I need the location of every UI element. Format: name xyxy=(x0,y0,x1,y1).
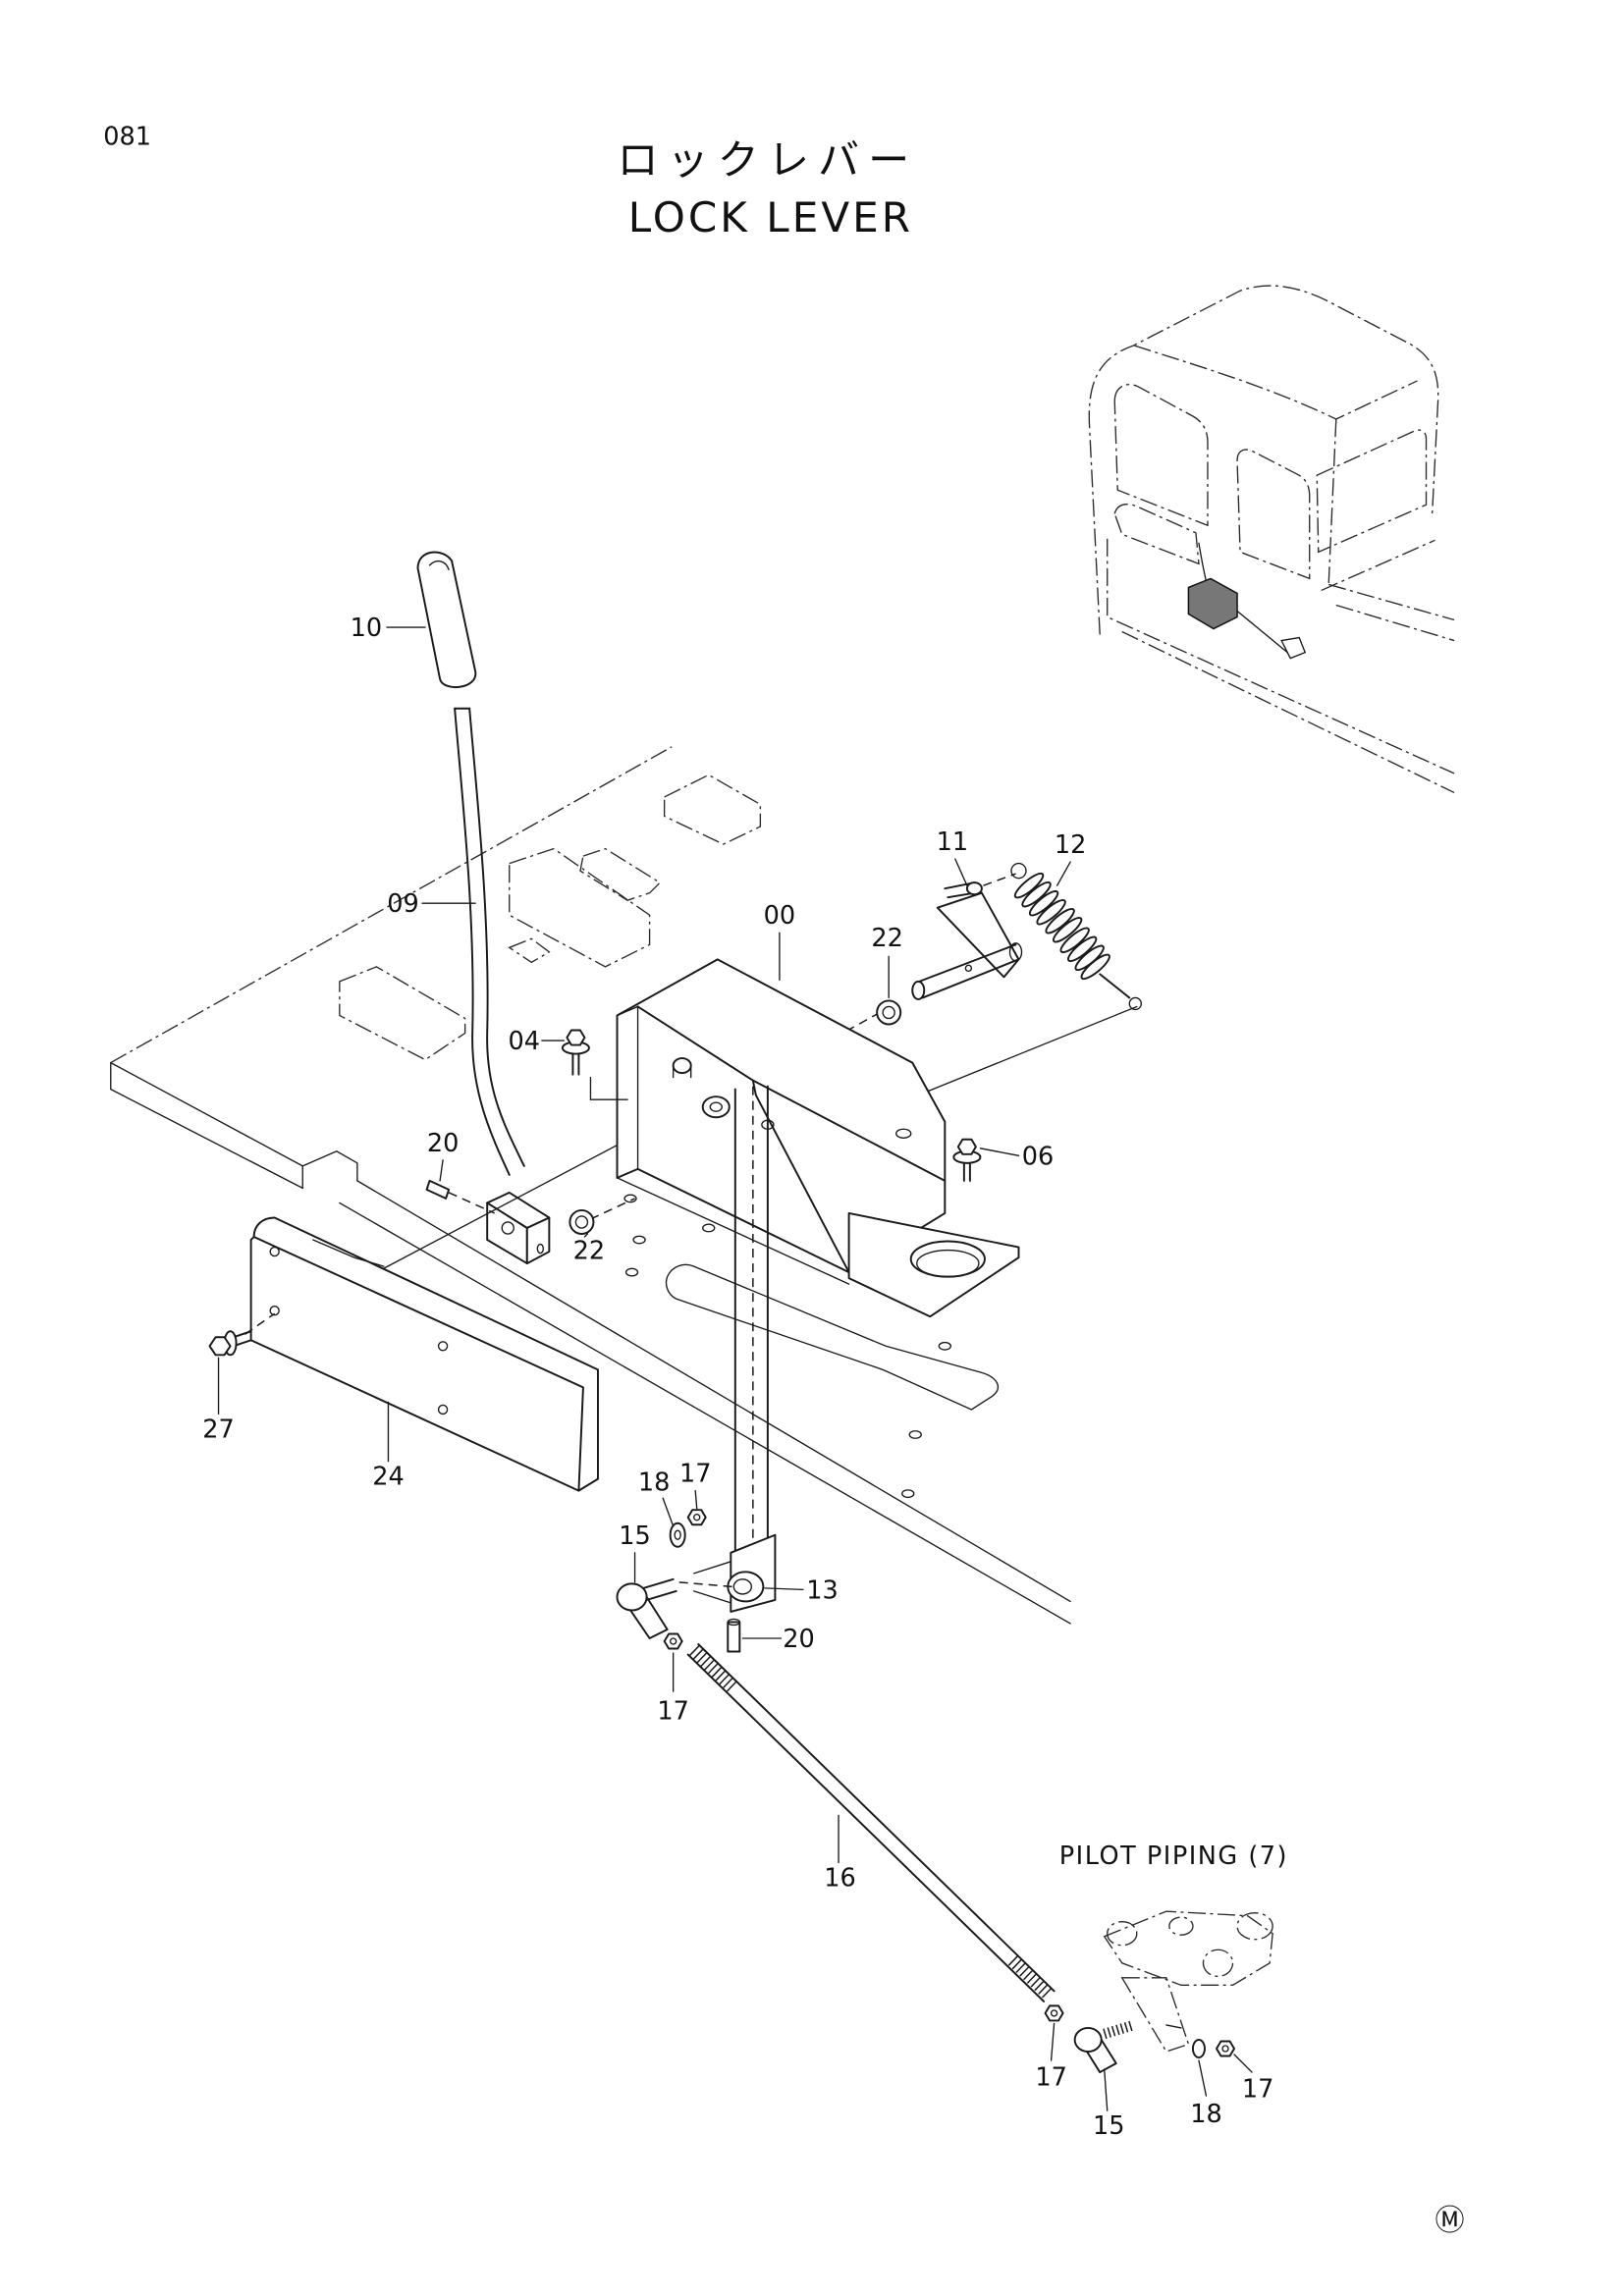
bolt-04 xyxy=(561,1029,590,1076)
callout-10: 10 xyxy=(351,614,383,643)
callout-06: 06 xyxy=(1022,1142,1055,1171)
callout-17-upper: 17 xyxy=(679,1460,712,1489)
lever-bracket xyxy=(589,958,1020,1318)
crank-pin xyxy=(911,873,1023,1000)
lower-lever xyxy=(693,1533,777,1613)
callout-24: 24 xyxy=(372,1463,405,1492)
callout-22-upper: 22 xyxy=(871,924,903,953)
callout-27: 27 xyxy=(202,1415,235,1445)
lever-grip xyxy=(416,551,477,689)
m-mark: Ⓜ xyxy=(1435,2204,1465,2238)
bolt-27 xyxy=(208,1330,252,1357)
spring-pin-lower xyxy=(727,1618,741,1653)
lever-rod xyxy=(454,707,551,1265)
pilot-valve xyxy=(1103,1910,1273,2053)
callout-18-upper: 18 xyxy=(638,1468,671,1498)
bolt-06 xyxy=(952,1138,982,1182)
callout-17-lower: 17 xyxy=(1242,2075,1274,2105)
callout-16: 16 xyxy=(824,1864,856,1894)
callout-09: 09 xyxy=(387,889,419,919)
pilot-piping-label: PILOT PIPING (7) xyxy=(1059,1842,1288,1871)
spring-line xyxy=(917,1005,1138,1096)
callout-15-upper: 15 xyxy=(619,1522,651,1551)
callout-04: 04 xyxy=(509,1027,541,1056)
lever-shaft xyxy=(733,1085,769,1551)
page-number: 081 xyxy=(103,122,151,151)
callout-15-lower: 15 xyxy=(1093,2111,1125,2141)
callout-22-lower: 22 xyxy=(573,1237,606,1266)
title-english: LOCK LEVER xyxy=(628,193,913,241)
spring-pin-upper xyxy=(425,1179,496,1214)
return-spring xyxy=(1010,862,1142,1011)
callout-20-upper: 20 xyxy=(427,1129,460,1158)
rod-end-upper xyxy=(616,1509,732,1650)
bushing-lower xyxy=(568,1208,595,1235)
callout-18-lower: 18 xyxy=(1190,2100,1222,2129)
callout-12: 12 xyxy=(1055,830,1087,860)
bushing-upper xyxy=(876,999,902,1026)
connecting-rod xyxy=(686,1643,1056,2002)
floor-plate xyxy=(110,746,1071,1625)
rod-end-lower xyxy=(1044,2004,1236,2074)
callout-13: 13 xyxy=(806,1575,839,1605)
side-cover xyxy=(244,1216,599,1492)
bushing-axis-line xyxy=(590,1198,635,1220)
callout-11: 11 xyxy=(937,828,969,857)
callout-17-middle: 17 xyxy=(657,1697,689,1727)
callout-17-rod-nut: 17 xyxy=(1035,2063,1067,2093)
leader-lines xyxy=(217,626,1253,2111)
title-japanese: ロックレバー xyxy=(618,135,919,184)
callout-20-lower: 20 xyxy=(783,1625,815,1654)
callout-00: 00 xyxy=(764,901,796,931)
cab-location-inset xyxy=(1088,285,1455,794)
